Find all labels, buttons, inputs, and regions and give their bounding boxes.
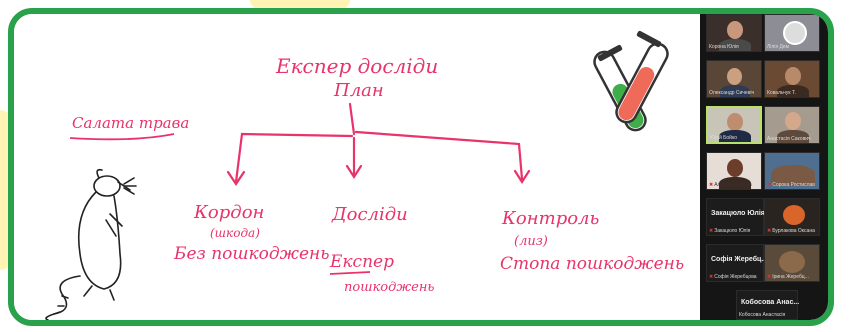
participant-name: ✖Софія Жеребцова (709, 274, 757, 280)
branch-middle-line3: пошкоджень (344, 280, 435, 295)
participant-name: Корона Юлія (709, 44, 739, 50)
participant-video[interactable]: Олександр Сичевіч (706, 60, 762, 98)
mic-muted-icon: ✖ (709, 182, 714, 188)
mic-muted-icon: ✖ (709, 228, 714, 234)
mic-muted-icon: ✖ (767, 228, 772, 234)
participant-name: Ковальчук Т. (767, 90, 796, 96)
branch-left-line1: Кордон (194, 202, 265, 223)
participant-video[interactable]: Ковальчук Т. (764, 60, 820, 98)
branch-middle-line2: Експер (330, 252, 394, 272)
participant-name-tile[interactable]: Софія Жеребц... ✖Софія Жеребцова (706, 244, 768, 282)
board-side-note: Салата трава (72, 114, 190, 132)
participant-video[interactable]: ✖Бурлакова Оксана (764, 198, 820, 236)
tree-branch-left (234, 132, 354, 184)
tree-arrowhead-right (513, 169, 531, 185)
branch-middle-underline (329, 271, 371, 275)
board-title-line2: План (334, 80, 384, 101)
whiteboard-drawing (45, 30, 669, 320)
participant-name-large: Кобосова Анас... (741, 299, 800, 306)
tree-branch-right (354, 130, 524, 181)
mic-muted-icon: ✖ (767, 274, 772, 280)
participant-video[interactable]: ✖Сорока Ростислав (764, 152, 820, 190)
participant-video[interactable]: Корона Юлія (706, 14, 762, 52)
board-title-line1: Експер досліди (276, 54, 439, 78)
mic-muted-icon: ✖ (767, 182, 772, 188)
branch-right-line2: (лиз) (514, 234, 548, 249)
participants-panel: Корона Юлія Лілія Дем Олександр Сичевіч … (700, 14, 828, 320)
participant-video[interactable]: Лілія Дем (764, 14, 820, 52)
participant-name-large: Закацюло Юлія (711, 210, 765, 217)
participant-name: ✖Бурлакова Оксана (767, 228, 815, 234)
participant-name: Олександр Сичевіч (709, 90, 755, 96)
participant-video[interactable]: Анастасія Сакович (764, 106, 820, 144)
participant-name: Лілія Дем (767, 44, 790, 50)
participant-name: ✖Сорока Ростислав (767, 182, 815, 188)
rat-drawing (45, 168, 137, 320)
branch-middle-line1: Досліди (332, 204, 408, 225)
participant-name-tile[interactable]: Закацюло Юлія ✖Закацюло Юлія (706, 198, 765, 236)
tree-stem (348, 102, 356, 136)
participant-video-active-speaker[interactable]: Юрій Бойко (706, 106, 762, 144)
participant-name: ✖Ірина Жеребц... (767, 274, 809, 280)
participant-name-tile[interactable]: Кобосова Анас... Кобосова Анастасія (736, 290, 800, 320)
test-tubes-icon (593, 30, 669, 132)
participant-name: ✖Закацюло Юлія (709, 228, 751, 234)
branch-left-line3: Без пошкоджень (174, 244, 330, 264)
branch-left-line2: (шкода) (210, 226, 260, 240)
participant-name: Анастасія Сакович (767, 136, 811, 142)
participant-name: Юрій Бойко (710, 135, 738, 141)
branch-right-line1: Контроль (502, 208, 600, 229)
tree-arrowhead-middle (345, 164, 363, 180)
mic-muted-icon: ✖ (709, 274, 714, 280)
screen-frame: Експер досліди План Салата трава Кордон … (8, 8, 834, 326)
participant-video[interactable]: ✖Алія Молчанова (706, 152, 762, 190)
branch-right-line3: Стопа пошкоджень (500, 254, 685, 274)
whiteboard: Експер досліди План Салата трава Кордон … (14, 14, 698, 320)
participant-name: Кобосова Анастасія (739, 312, 786, 318)
participant-name: ✖Алія Молчанова (709, 182, 752, 188)
side-note-underline (69, 133, 175, 141)
participant-video[interactable]: ✖Ірина Жеребц... (764, 244, 820, 282)
tree-arrowhead-left (226, 170, 246, 186)
participant-name-large: Софія Жеребц... (711, 256, 768, 263)
